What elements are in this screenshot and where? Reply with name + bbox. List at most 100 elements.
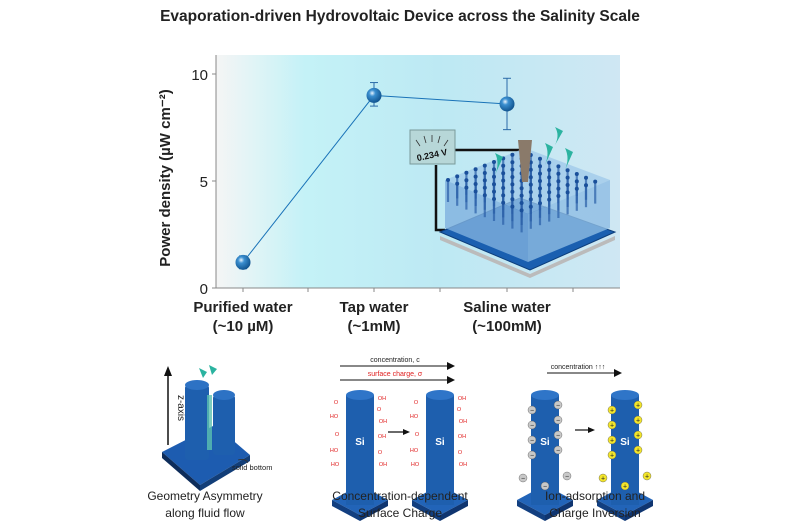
y-tick-label: 10 — [191, 67, 208, 84]
pillar-top — [547, 175, 552, 180]
caption-line: Surface Charge — [357, 506, 443, 520]
y-tick-label: 0 — [200, 281, 208, 298]
positive-ion-icon — [633, 415, 643, 425]
surface-group-label: OH — [378, 434, 386, 440]
positive-ion-icon — [620, 481, 630, 491]
z-axis-arrowhead — [164, 366, 172, 376]
ion-charge-symbol: − — [556, 448, 560, 455]
panel-surface-charge: concentration, c surface charge, σ SiOHO… — [330, 357, 468, 521]
ion-charge-symbol: + — [636, 433, 640, 440]
arrow-label-concentration: concentration, c — [370, 357, 420, 364]
surface-group-label: OH — [458, 396, 466, 402]
pillar-top — [464, 170, 469, 175]
negative-ion-icon — [527, 450, 537, 460]
pillar-top — [492, 197, 496, 201]
y-tick-label: 5 — [200, 174, 208, 191]
pillar-label: Si — [355, 437, 365, 448]
pillar-top — [547, 197, 552, 202]
base-plate-side — [200, 455, 250, 491]
surface-group-label: OH — [379, 419, 387, 425]
pillar-top — [501, 163, 506, 168]
pillar-base-side — [440, 500, 468, 521]
pillar-top — [519, 201, 524, 205]
ion-charge-symbol: − — [543, 484, 547, 491]
pillar-top — [473, 189, 478, 194]
pillar-top — [547, 190, 552, 195]
caption-line: Geometry Asymmetry — [147, 489, 263, 503]
pillar-top — [565, 168, 570, 173]
pillar-top — [556, 164, 561, 169]
pillar-top — [510, 152, 515, 157]
ion-charge-symbol: + — [601, 476, 605, 483]
data-point — [235, 254, 251, 270]
pillar-top — [426, 390, 454, 400]
si-pillar: Si — [412, 390, 468, 521]
panel-2-caption: Concentration-dependent Surface Charge — [320, 488, 480, 522]
negative-ion-icon — [553, 415, 563, 425]
ion-charge-symbol: + — [636, 403, 640, 410]
x-tick-label: Saline water — [463, 299, 551, 316]
panel-charge-inversion: concentration ↑↑↑ Si−−−−−−−−−−−Si+++++++… — [517, 364, 653, 521]
pillar — [213, 395, 235, 455]
pillar-top — [501, 186, 506, 190]
pillar — [185, 385, 209, 460]
pillar-top — [584, 183, 588, 188]
pillar-top — [213, 390, 235, 400]
pillar-base-side — [332, 500, 360, 521]
pillar-label: Si — [620, 437, 630, 448]
si-pillar: Si — [597, 390, 653, 521]
ion-charge-symbol: + — [610, 423, 614, 430]
pillar-body — [346, 395, 374, 505]
ion-charge-symbol: − — [521, 476, 525, 483]
pillar-top — [519, 208, 524, 213]
surface-group-label: HO — [411, 462, 420, 468]
pillar-top — [519, 186, 524, 191]
positive-ion-icon — [607, 450, 617, 460]
pillar-top — [528, 175, 533, 180]
pillar-top — [501, 171, 506, 176]
water-flow-icon — [199, 365, 217, 378]
surface-group-label: OH — [459, 419, 467, 425]
pillar-top — [482, 163, 487, 168]
pillar-top — [519, 193, 524, 198]
negative-ion-icon — [553, 430, 563, 440]
negative-ion-icon — [527, 435, 537, 445]
pillar-top — [528, 204, 533, 209]
surface-group-label: O — [334, 400, 339, 406]
pillar-top — [510, 167, 515, 172]
panel-3-caption: Ion-adsorption and Charge Inversion — [520, 488, 670, 522]
pillar-top — [574, 179, 579, 184]
surface-group-label: HO — [331, 462, 340, 468]
pillar-top — [510, 189, 515, 194]
surface-group-label: HO — [410, 414, 419, 420]
voltmeter-rays — [415, 135, 449, 147]
surface-group-label: HO — [330, 448, 339, 454]
pillar-top — [501, 200, 506, 205]
electrode-probe — [518, 140, 532, 182]
pillar-top — [547, 168, 552, 172]
pillar-base-side — [412, 500, 440, 521]
z-axis-label: z-axis — [175, 395, 186, 421]
caption-line: along fluid flow — [165, 506, 245, 520]
surface-group-label: O — [378, 450, 383, 456]
surface-group-label: O — [335, 432, 340, 438]
pillar-label: Si — [540, 437, 550, 448]
pillar-top — [510, 160, 515, 165]
pillar-top — [556, 194, 561, 198]
pillar-top — [510, 197, 515, 202]
base-plate-side — [162, 452, 200, 491]
surface-group-label: O — [457, 407, 462, 413]
negative-ion-icon — [553, 445, 563, 455]
pillar-top — [492, 182, 496, 187]
ion-charge-symbol: − — [530, 438, 534, 445]
negative-ion-icon — [553, 400, 563, 410]
arrowhead — [447, 376, 455, 384]
pillar-top — [473, 174, 478, 179]
pillar-top — [482, 178, 487, 183]
arrow-label-surface-charge: surface charge, σ — [368, 371, 423, 378]
pillar-top — [510, 175, 515, 179]
pillar-body — [426, 395, 454, 505]
pillar-base-side — [545, 500, 573, 521]
